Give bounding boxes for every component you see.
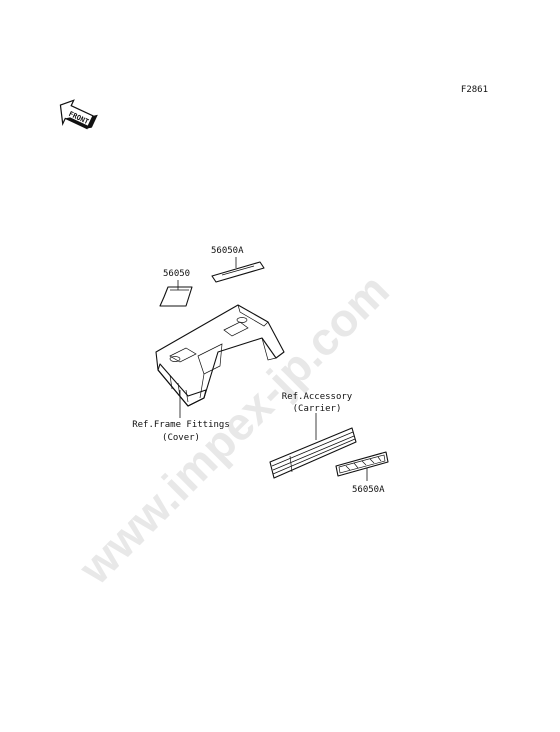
rear-cover xyxy=(155,304,285,407)
label-frame-fittings-sub: (Cover) xyxy=(162,433,200,443)
label-56050a-bottom: 56050A xyxy=(352,485,385,495)
decal-56050a-top xyxy=(211,261,265,283)
diagram-code: F2861 xyxy=(461,85,488,95)
label-accessory: Ref.Accessory xyxy=(282,392,353,402)
carrier-panel xyxy=(269,427,357,479)
label-frame-fittings: Ref.Frame Fittings xyxy=(132,420,230,430)
emblem-decal-56050a xyxy=(335,451,389,477)
label-56050a-top: 56050A xyxy=(211,246,244,256)
front-arrow-icon: FRONT xyxy=(59,99,98,130)
label-accessory-sub: (Carrier) xyxy=(293,404,342,414)
label-56050: 56050 xyxy=(163,269,190,279)
decal-56050 xyxy=(159,286,193,307)
